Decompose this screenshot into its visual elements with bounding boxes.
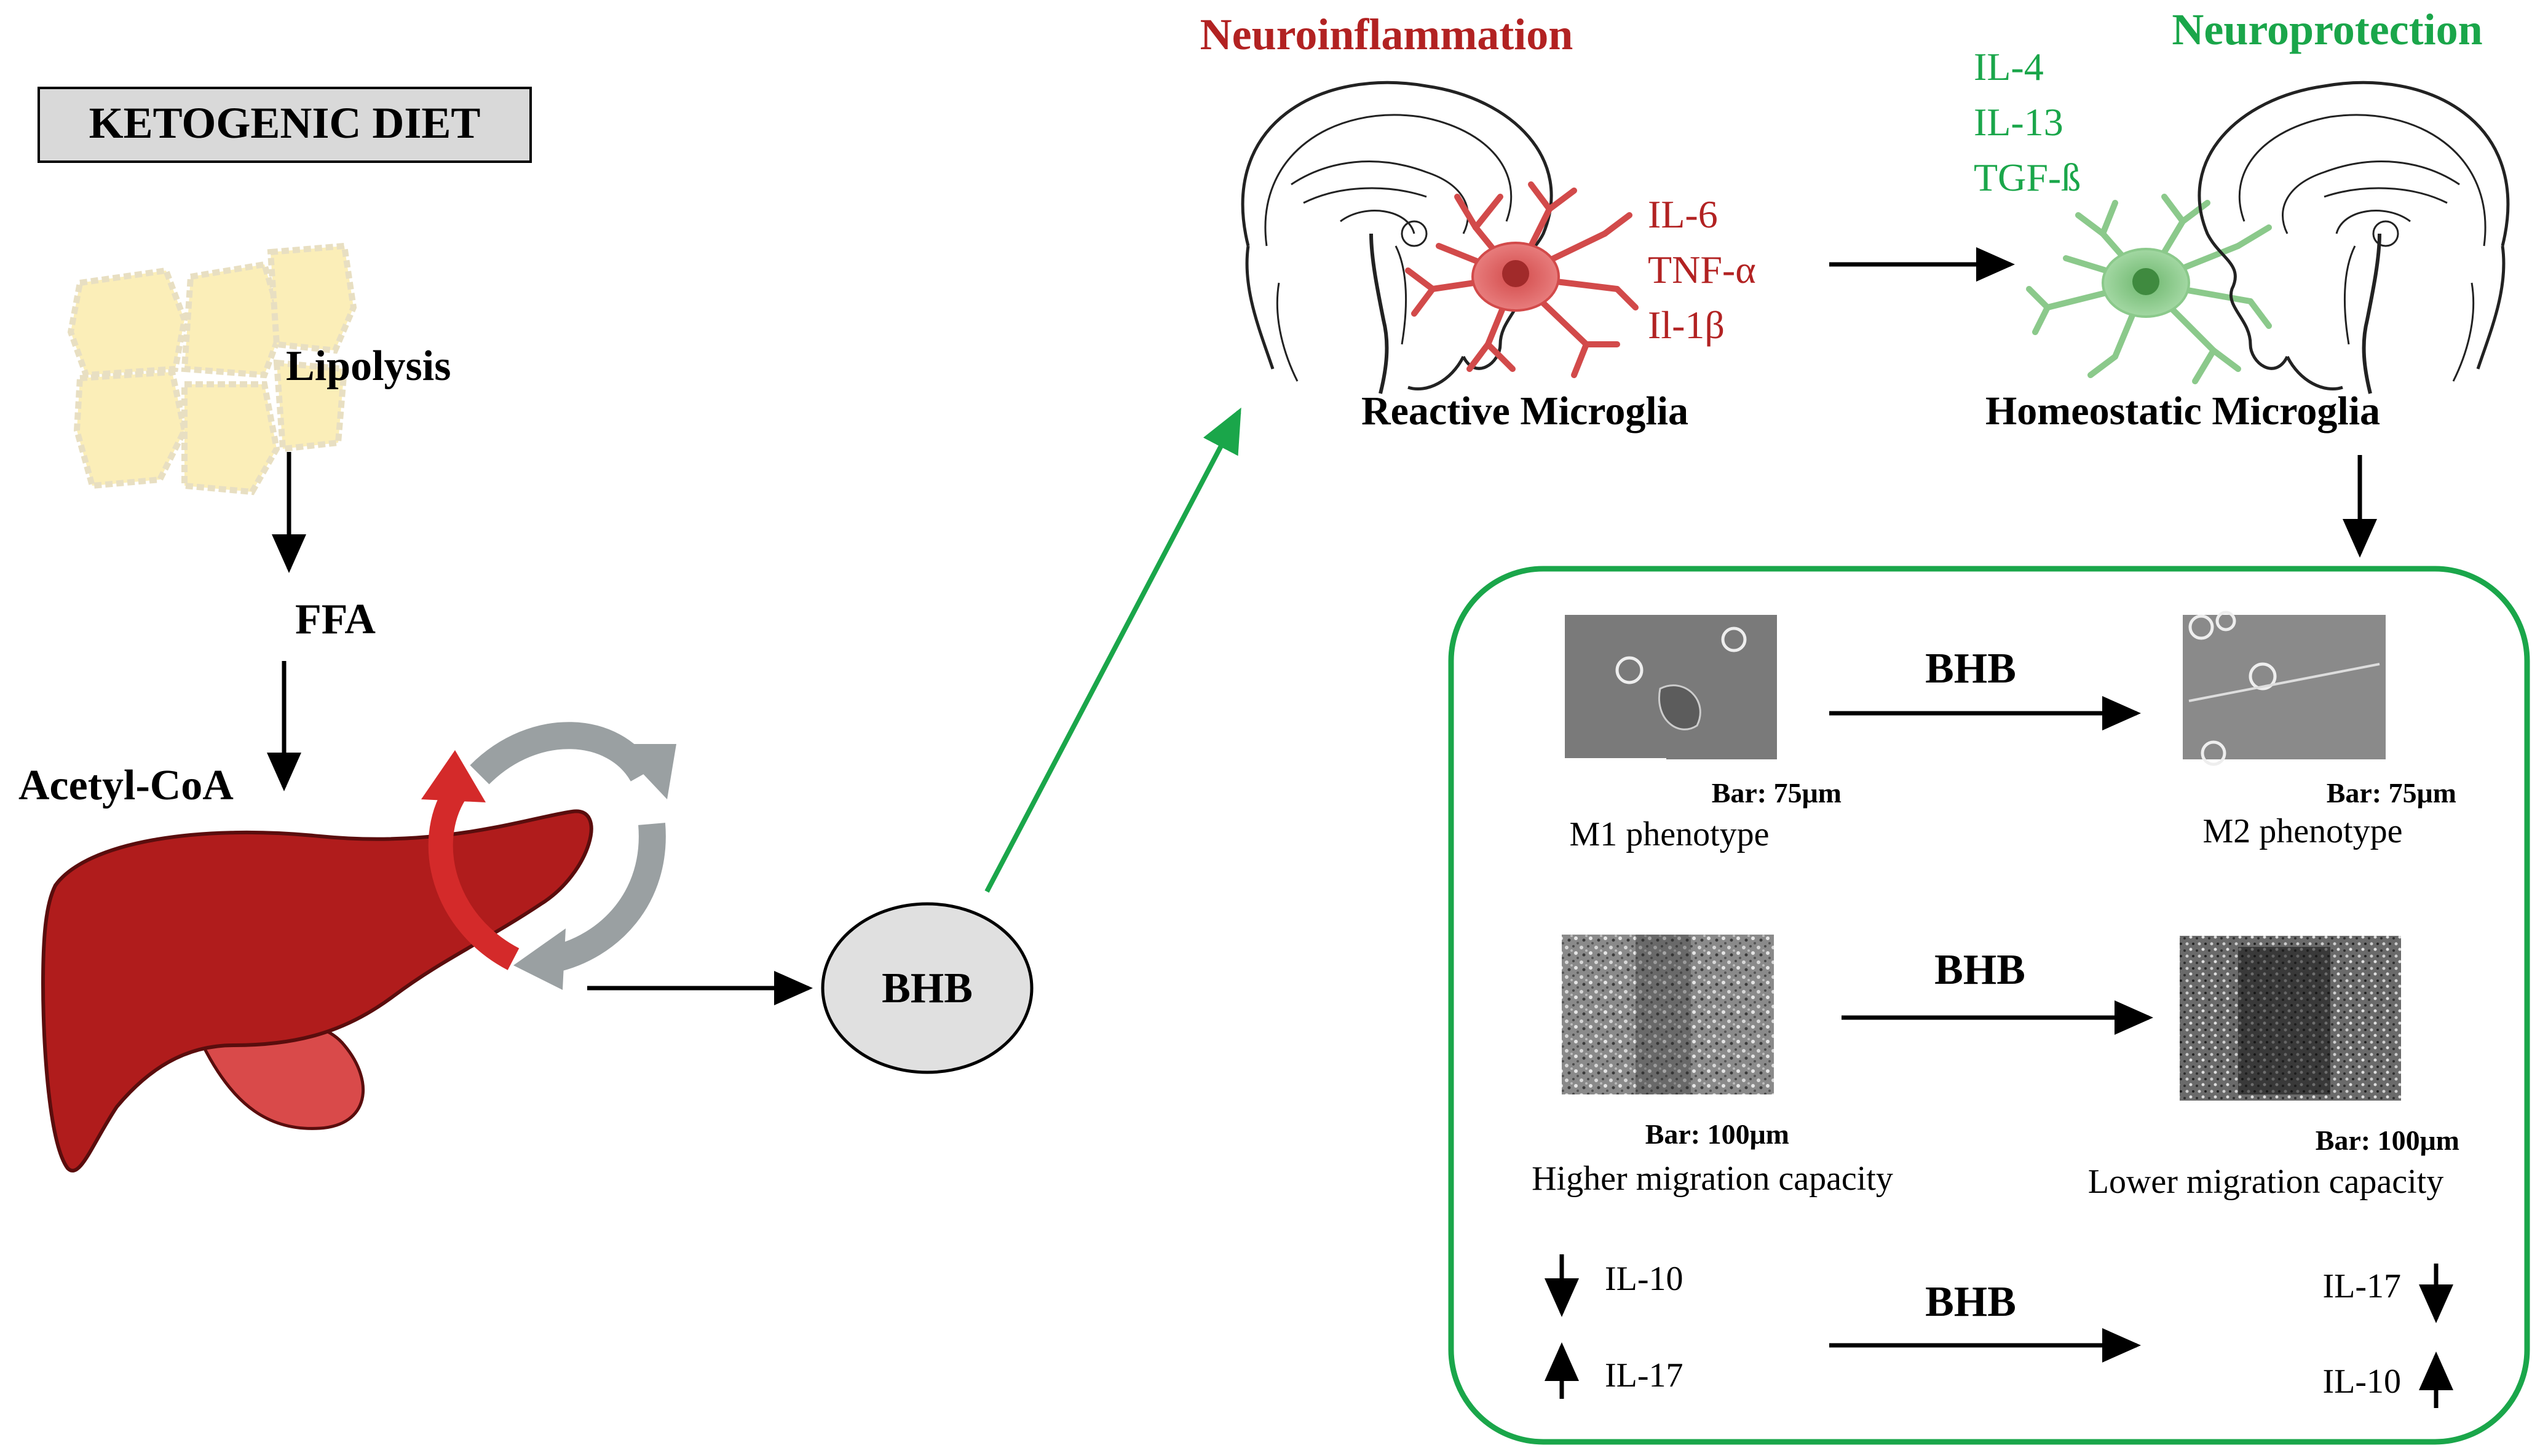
scale-bar-m2: Bar: 75μm	[2327, 777, 2456, 809]
liver-illustration	[41, 809, 593, 1173]
head-homeostatic-icon	[2198, 81, 2510, 394]
lipolysis-label: Lipolysis	[286, 342, 451, 390]
homeostatic-microglia-label: Homeostatic Microglia	[1985, 389, 2380, 433]
reactive-microglia-icon	[1405, 181, 1639, 378]
right-il10-label: IL-10	[2322, 1363, 2401, 1401]
right-il17-label: IL-17	[2322, 1267, 2401, 1305]
left-il10-label: IL-10	[1605, 1260, 1683, 1298]
head-reactive-icon	[1241, 81, 1553, 394]
caption-m1-phenotype: M1 phenotype	[1569, 815, 1769, 853]
reactive-microglia-label: Reactive Microglia	[1361, 389, 1688, 433]
scale-bar-higher-migration: Bar: 100μm	[1645, 1118, 1789, 1150]
acetyl-coa-label: Acetyl-CoA	[18, 762, 234, 809]
cycle-arrows	[421, 722, 676, 990]
row3-bhb-label: BHB	[1925, 1278, 2016, 1326]
micrograph-m2	[2183, 615, 2386, 759]
row-migration: Bar: 100μm Higher migration capacity BHB…	[1532, 935, 2459, 1201]
scale-bar-lower-migration: Bar: 100μm	[2316, 1125, 2459, 1156]
micrograph-higher-migration	[1562, 935, 1774, 1094]
adipocyte-cluster	[67, 242, 357, 496]
bhb-effects-panel	[1448, 566, 2530, 1445]
cytokine-tgf-beta: TGF-ß	[1974, 156, 2081, 199]
arrow-bhb-to-microglia	[984, 407, 1241, 893]
cytokine-il13: IL-13	[1974, 100, 2063, 144]
scale-bar-m1: Bar: 75μm	[1712, 777, 1842, 809]
ffa-label: FFA	[295, 596, 376, 643]
neuroprotection-label: Neuroprotection	[2172, 5, 2482, 54]
caption-m2-phenotype: M2 phenotype	[2202, 812, 2402, 850]
ketogenic-diet-label: KETOGENIC DIET	[89, 98, 481, 148]
bhb-label: BHB	[882, 965, 973, 1012]
cytokine-tnf-alpha: TNF-α	[1648, 248, 1756, 291]
row2-bhb-label: BHB	[1934, 946, 2025, 994]
row-phenotype: Bar: 75μm M1 phenotype BHB Bar: 75μm M2 …	[1565, 611, 2456, 853]
caption-higher-migration: Higher migration capacity	[1532, 1160, 1893, 1198]
cytokine-il6: IL-6	[1648, 192, 1718, 236]
neuroinflammation-label: Neuroinflammation	[1200, 10, 1573, 59]
row1-bhb-label: BHB	[1925, 645, 2016, 692]
cytokine-il4: IL-4	[1974, 45, 2044, 89]
left-il17-label: IL-17	[1605, 1356, 1683, 1395]
cytokine-il1-beta: Il-1β	[1648, 303, 1725, 347]
caption-lower-migration: Lower migration capacity	[2088, 1163, 2443, 1201]
bhb-node: BHB	[821, 902, 1034, 1074]
row-interleukins: IL-10 IL-17 BHB IL-17 IL-10	[1545, 1254, 2453, 1408]
homeostatic-microglia-icon	[2026, 194, 2272, 384]
ketogenic-diet-box: KETOGENIC DIET	[38, 87, 532, 163]
